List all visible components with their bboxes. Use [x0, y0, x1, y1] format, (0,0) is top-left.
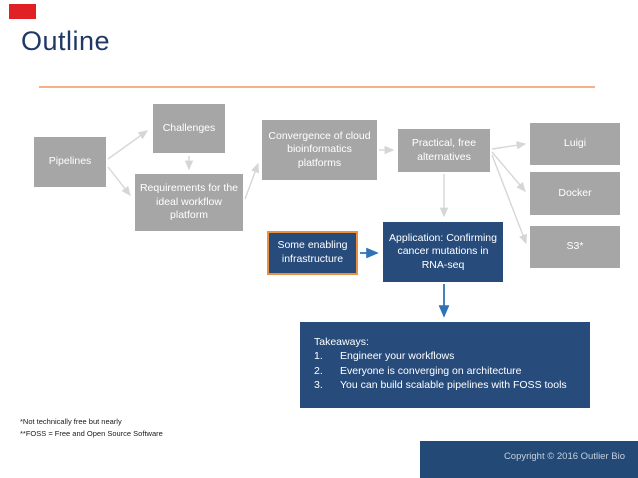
node-luigi-label: Luigi — [563, 137, 587, 150]
node-convergence: Convergence of cloud bioinformatics plat… — [262, 120, 377, 180]
node-challenges: Challenges — [153, 104, 225, 153]
node-application-label: Application: Confirming cancer mutations… — [389, 231, 497, 271]
takeaways-item: 2. Everyone is converging on architectur… — [314, 364, 580, 378]
takeaways-item: 1. Engineer your workflows — [314, 349, 580, 363]
footnotes: *Not technically free but nearly **FOSS … — [20, 416, 163, 439]
takeaways-item-text: Engineer your workflows — [340, 350, 455, 363]
node-requirements-label: Requirements for the ideal workflow plat… — [139, 182, 239, 222]
node-pipelines-label: Pipelines — [48, 155, 92, 168]
node-luigi: Luigi — [530, 123, 620, 165]
node-requirements: Requirements for the ideal workflow plat… — [135, 174, 243, 231]
arrow-pipelines-to-challenges — [107, 130, 149, 160]
takeaways-item-number: 2. — [314, 364, 323, 377]
takeaways-item-text: You can build scalable pipelines with FO… — [340, 379, 567, 392]
node-application: Application: Confirming cancer mutations… — [383, 222, 503, 282]
node-enabling-infrastructure-label: Some enabling infrastructure — [277, 239, 348, 265]
takeaways-item-text: Everyone is converging on architecture — [340, 364, 522, 377]
arrow-pipelines-to-requirements — [107, 166, 131, 197]
node-enabling-infrastructure: Some enabling infrastructure — [267, 231, 358, 275]
copyright-text: Copyright © 2016 Outlier Bio — [503, 451, 625, 462]
node-takeaways: Takeaways: 1. Engineer your workflows 2.… — [300, 322, 590, 408]
node-s3-label: S3* — [566, 240, 584, 253]
page-title: Outline — [21, 26, 111, 56]
title-underline — [39, 86, 595, 88]
takeaways-item: 3. You can build scalable pipelines with… — [314, 378, 580, 392]
node-docker-label: Docker — [558, 186, 592, 199]
node-practical-alternatives: Practical, free alternatives — [398, 129, 490, 172]
takeaways-title: Takeaways: — [314, 336, 369, 348]
arrow-requirements-to-convergence — [244, 162, 260, 200]
node-pipelines: Pipelines — [34, 137, 106, 187]
node-convergence-label: Convergence of cloud bioinformatics plat… — [268, 129, 371, 169]
arrow-practical-to-luigi — [491, 141, 527, 150]
node-challenges-label: Challenges — [162, 121, 216, 134]
takeaways-item-number: 3. — [314, 379, 323, 392]
node-practical-alternatives-label: Practical, free alternatives — [411, 136, 477, 163]
footnote-foss: **FOSS = Free and Open Source Software — [20, 428, 163, 438]
takeaways-item-number: 1. — [314, 350, 323, 363]
footnote-free: *Not technically free but nearly — [20, 417, 122, 426]
record-badge — [9, 4, 36, 19]
arrow-practical-to-docker — [491, 151, 526, 193]
node-docker: Docker — [530, 172, 620, 215]
node-s3: S3* — [530, 226, 620, 268]
footer-bar: Copyright © 2016 Outlier Bio — [420, 441, 638, 478]
